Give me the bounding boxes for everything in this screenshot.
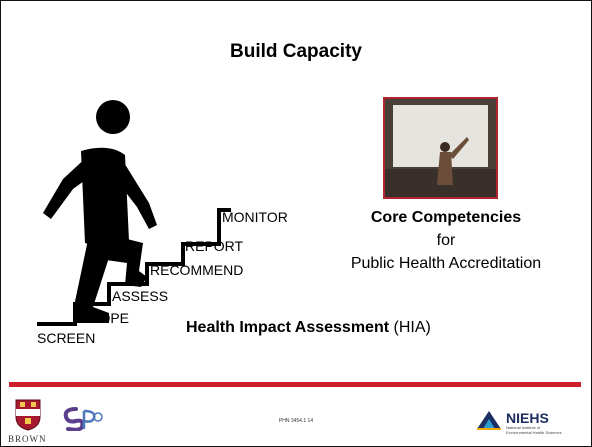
niehs-label: NIEHS — [506, 410, 549, 426]
niehs-subtitle: National Institute of Environmental Heal… — [506, 425, 586, 435]
slide-number-text: PHN 3454.1 14 — [278, 418, 314, 424]
footer-red-bar — [9, 382, 581, 387]
hia-bold-text: Health Impact Assessment — [186, 319, 390, 336]
core-competencies-text: Core Competencies for Public Health Accr… — [331, 206, 561, 275]
stair-climber-icon — [43, 100, 157, 323]
niehs-sub-line2: Environmental Health Sciences — [506, 430, 562, 435]
core-for-text: for — [436, 232, 456, 249]
presenter-image — [385, 99, 496, 197]
step-assess-label: ASSESS — [112, 288, 169, 304]
hia-abbrev-text: (HIA) — [389, 319, 431, 336]
presenter-photo — [383, 97, 498, 199]
step-monitor-label: MONITOR — [222, 209, 288, 225]
niehs-sub-line1: National Institute of — [506, 425, 541, 430]
slide-title: Build Capacity — [230, 41, 362, 62]
staircase-icon — [37, 208, 231, 326]
brown-label: BROWN — [8, 434, 47, 444]
step-scope-label: SCOPE — [80, 310, 130, 326]
brown-shield-logo — [15, 399, 41, 431]
step-screen-label: SCREEN — [37, 330, 96, 346]
core-accreditation-text: Public Health Accreditation — [350, 255, 542, 272]
step-recommend-label: RECOMMEND — [150, 262, 244, 278]
niehs-logo-mark — [477, 411, 501, 430]
core-competencies-heading: Core Competencies — [370, 209, 522, 226]
hia-text: Health Impact Assessment (HIA) — [186, 319, 431, 337]
step-report-label: REPORT — [185, 238, 244, 254]
srp-logo — [63, 407, 103, 431]
